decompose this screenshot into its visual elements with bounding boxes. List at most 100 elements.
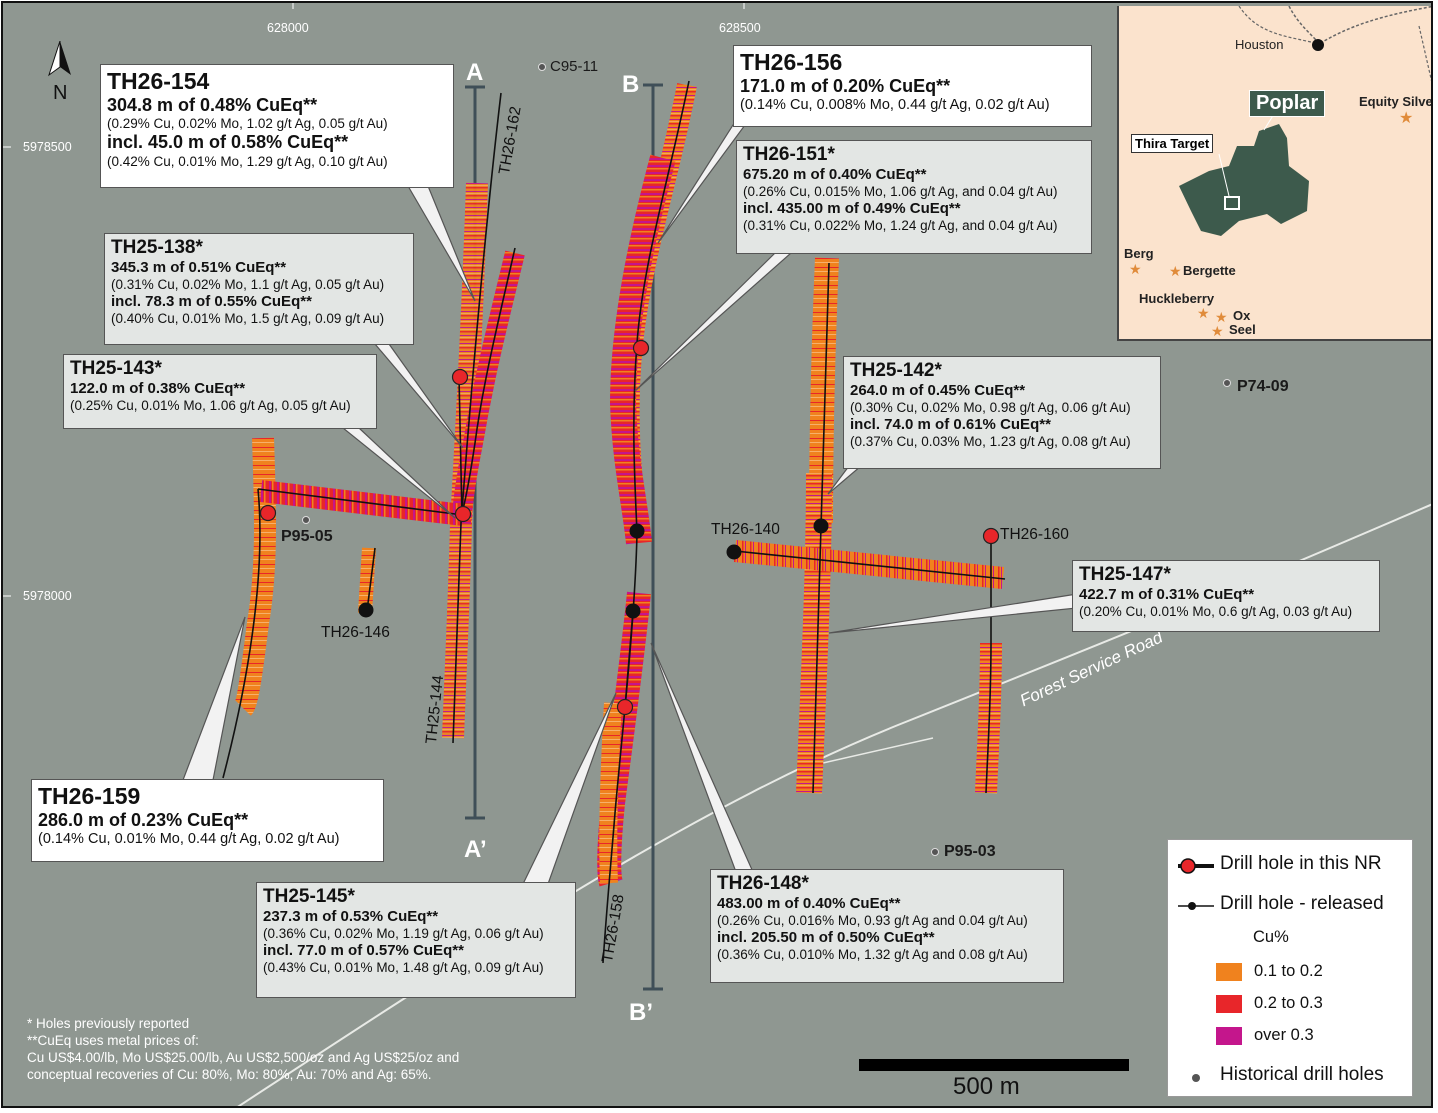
callout-detail: (0.29% Cu, 0.02% Mo, 1.02 g/t Ag, 0.05 g… — [107, 116, 388, 132]
collar-markers — [259, 339, 1000, 716]
collar-th26-160 — [982, 527, 1000, 545]
callout-detail: (0.20% Cu, 0.01% Mo, 0.6 g/t Ag, 0.03 g/… — [1079, 604, 1353, 620]
collar-th26-151 — [629, 523, 645, 539]
inset-mine-stars: ★ ★ ★ ★ ★ ★ — [1129, 110, 1413, 339]
location-inset: ★ ★ ★ ★ ★ ★ Houston Poplar Equity Silver… — [1117, 6, 1433, 341]
legend-swatch-high — [1216, 1027, 1242, 1045]
svg-text:★: ★ — [1399, 110, 1413, 127]
historical-hole-markers — [302, 63, 1231, 856]
callout-th26-156: TH26-156 171.0 m of 0.20% CuEq** (0.14% … — [733, 45, 1092, 127]
section-label-a: A — [466, 59, 484, 86]
inset-graphics: ★ ★ ★ ★ ★ ★ — [1129, 6, 1431, 339]
callout-interval: 483.00 m of 0.40% CuEq** — [717, 895, 901, 913]
footnote-prices: Cu US$4.00/lb, Mo US$25.00/lb, Au US$2,5… — [27, 1050, 460, 1065]
legend: Drill hole in this NR Drill hole - relea… — [1167, 839, 1413, 1097]
callout-detail-incl: (0.37% Cu, 0.03% Mo, 1.23 g/t Ag, 0.08 g… — [850, 433, 1131, 449]
callout-th25-145: TH25-145* 237.3 m of 0.53% CuEq** (0.36%… — [256, 882, 576, 998]
callout-detail-incl: (0.31% Cu, 0.022% Mo, 1.24 g/t Ag, and 0… — [743, 217, 1058, 233]
legend-released: Drill hole - released — [1220, 893, 1384, 914]
legend-bin-low: 0.1 to 0.2 — [1254, 962, 1323, 980]
callout-interval-incl: incl. 77.0 m of 0.57% CuEq** — [263, 942, 464, 960]
callout-interval: 237.3 m of 0.53% CuEq** — [263, 908, 439, 926]
footnote-recoveries: conceptual recoveries of Cu: 80%, Mo: 80… — [27, 1067, 432, 1082]
callout-th25-142: TH25-142* 264.0 m of 0.45% CuEq** (0.30%… — [843, 356, 1161, 469]
svg-text:★: ★ — [1129, 261, 1142, 277]
callout-interval-incl: incl. 45.0 m of 0.58% CuEq** — [107, 132, 349, 153]
map-graphics — [3, 3, 1431, 1106]
callout-detail: (0.25% Cu, 0.01% Mo, 1.06 g/t Ag, 0.05 g… — [70, 398, 351, 414]
callout-th25-143: TH25-143* 122.0 m of 0.38% CuEq** (0.25%… — [63, 354, 377, 429]
hole-label-th26-160: TH26-160 — [1000, 526, 1069, 543]
northing-5978500: 5978500 — [23, 140, 72, 154]
collar-th26-159 — [259, 504, 277, 522]
legend-symbols — [1178, 858, 1214, 910]
svg-text:★: ★ — [1197, 305, 1210, 321]
northing-5978000: 5978000 — [23, 589, 72, 603]
callout-interval: 422.7 m of 0.31% CuEq** — [1079, 586, 1255, 604]
hist-label-p95-05: P95-05 — [281, 528, 333, 545]
svg-text:★: ★ — [1169, 263, 1182, 279]
inset-houston: Houston — [1235, 37, 1284, 52]
section-label-a-prime: A’ — [464, 836, 487, 863]
inset-thira-target: Thira Target — [1131, 134, 1214, 153]
callout-interval: 345.3 m of 0.51% CuEq** — [111, 259, 287, 277]
legend-historical: Historical drill holes — [1220, 1064, 1384, 1085]
legend-swatch-low — [1216, 963, 1242, 981]
collar-th25-142 — [813, 518, 829, 534]
callout-th26-148: TH26-148* 483.00 m of 0.40% CuEq** (0.26… — [710, 869, 1064, 983]
collar-th26-156 — [632, 339, 650, 357]
svg-text:★: ★ — [1211, 323, 1224, 339]
callout-interval-incl: incl. 78.3 m of 0.55% CuEq** — [111, 293, 312, 311]
hist-label-p95-03: P95-03 — [944, 843, 996, 860]
scale-bar — [859, 1059, 1129, 1071]
legend-historical-icon — [1192, 1074, 1200, 1082]
callout-detail: (0.14% Cu, 0.01% Mo, 0.44 g/t Ag, 0.02 g… — [38, 831, 340, 848]
callout-detail: (0.36% Cu, 0.02% Mo, 1.19 g/t Ag, 0.06 g… — [263, 926, 544, 942]
inset-huckleberry: Huckleberry — [1139, 291, 1215, 306]
footnotes: * Holes previously reported **CuEq uses … — [27, 1015, 459, 1083]
callout-interval: 122.0 m of 0.38% CuEq** — [70, 380, 246, 398]
north-arrow: N — [47, 40, 73, 105]
collar-th26-154 — [451, 368, 469, 386]
legend-nr: Drill hole in this NR — [1220, 853, 1382, 874]
footnote-cueq: **CuEq uses metal prices of: — [27, 1033, 199, 1048]
hole-label-th26-140: TH26-140 — [711, 521, 780, 538]
callout-interval: 286.0 m of 0.23% CuEq** — [38, 810, 249, 831]
collar-th26-158 — [616, 698, 634, 716]
north-label: N — [53, 82, 68, 104]
callout-title: TH25-142* — [850, 360, 942, 381]
callout-detail: (0.30% Cu, 0.02% Mo, 0.98 g/t Ag, 0.06 g… — [850, 400, 1131, 416]
inset-seel: Seel — [1229, 322, 1256, 337]
north-arrow-icon — [48, 40, 71, 77]
collar-th26-146 — [358, 602, 374, 618]
legend-bin-mid: 0.2 to 0.3 — [1254, 994, 1323, 1012]
callout-detail: (0.31% Cu, 0.02% Mo, 1.1 g/t Ag, 0.05 g/… — [111, 277, 385, 293]
callout-interval-incl: incl. 435.00 m of 0.49% CuEq** — [743, 200, 961, 218]
callout-detail: (0.26% Cu, 0.016% Mo, 0.93 g/t Ag and 0.… — [717, 913, 1028, 929]
easting-628000: 628000 — [267, 21, 309, 35]
callout-interval: 675.20 m of 0.40% CuEq** — [743, 166, 927, 184]
callout-detail-incl: (0.43% Cu, 0.01% Mo, 1.48 g/t Ag, 0.09 g… — [263, 959, 544, 975]
easting-628500: 628500 — [719, 21, 761, 35]
callout-title: TH25-147* — [1079, 564, 1171, 585]
callout-pointers — [182, 124, 1078, 885]
callout-th25-147: TH25-147* 422.7 m of 0.31% CuEq** (0.20%… — [1072, 560, 1380, 632]
callout-th26-154: TH26-154 304.8 m of 0.48% CuEq** (0.29% … — [100, 64, 454, 188]
callout-interval: 171.0 m of 0.20% CuEq** — [740, 76, 951, 97]
callout-detail-incl: (0.42% Cu, 0.01% Mo, 1.29 g/t Ag, 0.10 g… — [107, 153, 388, 169]
callout-interval-incl: incl. 205.50 m of 0.50% CuEq** — [717, 929, 935, 947]
inset-ox: Ox — [1233, 308, 1251, 323]
inset-equity-silver: Equity Silver — [1359, 94, 1433, 109]
callout-interval-incl: incl. 74.0 m of 0.61% CuEq** — [850, 416, 1051, 434]
hist-label-p74-09: P74-09 — [1237, 378, 1289, 395]
callout-title: TH26-156 — [740, 49, 843, 75]
callout-detail-incl: (0.40% Cu, 0.01% Mo, 1.5 g/t Ag, 0.09 g/… — [111, 310, 385, 326]
section-label-b: B — [622, 71, 640, 98]
collar-th26-148 — [625, 603, 641, 619]
collar-th26-140 — [726, 544, 742, 560]
callout-interval: 304.8 m of 0.48% CuEq** — [107, 95, 318, 116]
scale-label: 500 m — [953, 1073, 1020, 1100]
inset-poplar-label: Poplar — [1249, 90, 1326, 117]
